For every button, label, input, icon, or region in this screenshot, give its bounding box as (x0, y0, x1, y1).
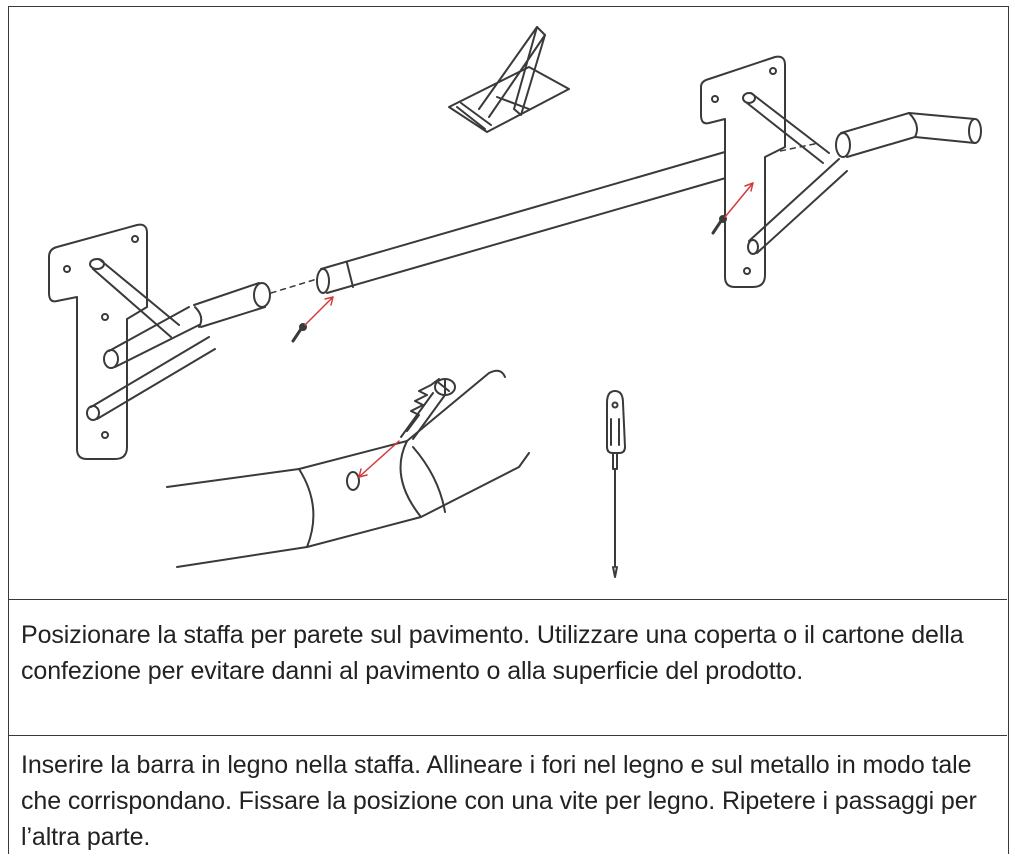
step-text-1: Posizionare la staffa per parete sul pav… (21, 621, 964, 685)
insertion-arrows (304, 182, 754, 326)
wood-screw-icon (291, 215, 727, 343)
large-wood-screw-icon (400, 378, 456, 440)
screwdriver-icon (606, 390, 626, 578)
folded-bracket-on-mat-icon (448, 26, 570, 133)
step-text-2: Inserire la barra in legno nella staffa.… (21, 751, 977, 851)
assembly-illustration (9, 7, 1007, 600)
left-wall-bracket-icon (48, 223, 271, 460)
step-divider (9, 735, 1007, 736)
right-wall-bracket-icon (700, 55, 982, 288)
tube-detail-view (166, 369, 530, 568)
wooden-bar-icon (316, 144, 760, 294)
instruction-sheet: Posizionare la staffa per parete sul pav… (8, 6, 1009, 854)
